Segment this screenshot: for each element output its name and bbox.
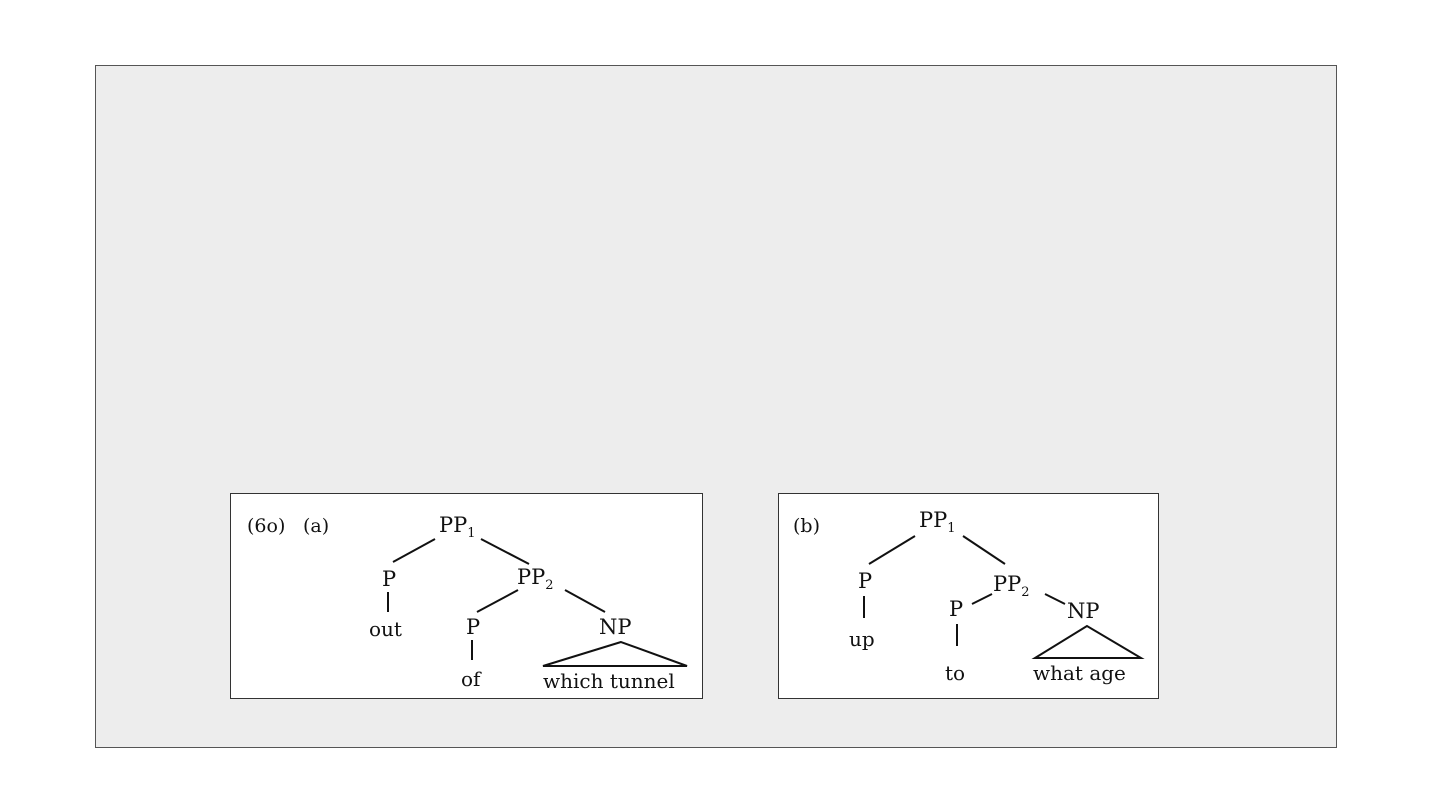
edge-pp1-p — [392, 538, 436, 563]
edge-pp2-np — [564, 589, 606, 613]
syntax-tree-a: (6o) (a) PP1 P out PP2 P of NP which tun… — [247, 513, 688, 693]
word-up: up — [849, 627, 875, 651]
edge-pp2-p — [971, 593, 993, 605]
tree-b-label: (b) — [793, 515, 820, 537]
node-pp1: PP1 — [919, 508, 956, 536]
edge-pp1-pp2 — [962, 535, 1006, 565]
edge-pp1-p — [868, 535, 916, 565]
edge-pp2-p — [476, 589, 519, 613]
phrase-what-age: what age — [1033, 661, 1126, 685]
node-np: NP — [599, 615, 632, 639]
np-triangle — [1031, 624, 1145, 659]
np-triangle — [542, 640, 688, 667]
syntax-tree-b: (b) PP1 P up PP2 P to NP what age — [793, 508, 1145, 685]
node-p2: P — [949, 597, 963, 621]
word-out: out — [369, 617, 402, 641]
node-p1: P — [382, 567, 396, 591]
node-pp2: PP2 — [517, 565, 554, 593]
phrase-which-tunnel: which tunnel — [543, 669, 675, 693]
edge-pp2-np — [1044, 593, 1066, 605]
edge-pp1-pp2 — [480, 538, 530, 565]
node-pp2: PP2 — [993, 572, 1030, 600]
word-to: to — [945, 661, 965, 685]
tree-panel-a: (6o) (a) PP1 P out PP2 P of NP which tun… — [230, 493, 703, 699]
tree-panel-b: (b) PP1 P up PP2 P to NP what age — [778, 493, 1159, 699]
node-np: NP — [1067, 599, 1100, 623]
tree-a-label: (a) — [303, 515, 329, 537]
word-of: of — [461, 667, 482, 691]
node-pp1: PP1 — [439, 513, 476, 541]
node-p1: P — [858, 569, 872, 593]
node-p2: P — [466, 615, 480, 639]
example-number: (6o) — [247, 515, 285, 537]
